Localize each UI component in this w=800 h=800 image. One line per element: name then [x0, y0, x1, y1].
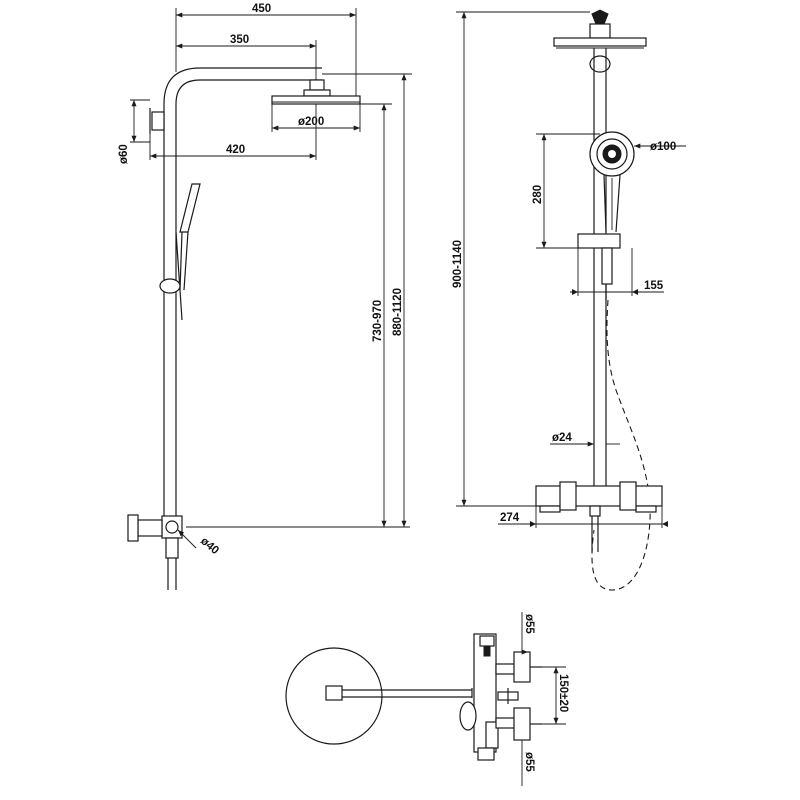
dim-40-inlet: ø40 — [177, 529, 221, 557]
top-shower-head-disc — [285, 647, 383, 745]
dim-880-1120: 880-1120 — [322, 73, 412, 527]
dim-label-900-1140: 900-1140 — [452, 240, 464, 288]
dim-label-40: ø40 — [198, 535, 221, 557]
dim-350: 350 — [176, 34, 317, 80]
dim-label-880-1120: 880-1120 — [392, 288, 404, 336]
dim-450: 450 — [175, 3, 357, 96]
dim-label-420: 420 — [226, 144, 245, 156]
dim-label-155: 155 — [644, 280, 664, 292]
dim-label-350: 350 — [230, 34, 249, 46]
dim-label-730-970: 730-970 — [372, 300, 384, 342]
front-shower-head — [553, 9, 647, 73]
dim-280: 280 — [532, 133, 600, 249]
dim-label-55-bottom: ø55 — [523, 752, 535, 772]
side-wall-bracket — [130, 99, 165, 143]
dim-label-55-top: ø55 — [523, 614, 535, 634]
top-valve-body — [459, 633, 517, 761]
side-hand-shower — [159, 183, 201, 321]
dim-155: 155 — [570, 248, 664, 296]
dim-55-top: ø55 — [521, 612, 535, 655]
top-inlet-upper — [513, 651, 542, 683]
front-hose — [591, 299, 651, 591]
dim-label-100: ø100 — [650, 141, 676, 153]
dim-label-280: 280 — [532, 185, 544, 204]
dim-60-bracket: ø60 — [118, 100, 137, 164]
side-shower-head — [271, 79, 361, 105]
dim-label-274: 274 — [500, 512, 520, 524]
dim-label-450: 450 — [252, 3, 271, 15]
dim-730-970: 730-970 — [186, 103, 410, 528]
dim-label-200: ø200 — [298, 116, 324, 128]
top-arm — [325, 685, 477, 701]
front-mixer-valve — [535, 481, 663, 552]
dim-label-24: ø24 — [552, 432, 572, 444]
dim-55-bottom: ø55 — [521, 740, 535, 786]
front-slider-bracket — [577, 233, 621, 300]
dim-150-20: 150±20 — [542, 666, 569, 725]
top-view: ø55 150±20 ø55 — [285, 612, 569, 786]
front-view: 900-1140 ø100 280 155 ø24 — [452, 9, 686, 591]
dim-24-riser: ø24 — [550, 432, 620, 447]
dim-label-60: ø60 — [118, 144, 130, 164]
top-inlet-lower — [513, 707, 542, 741]
top-outlet-bar — [497, 688, 519, 704]
side-riser-pipe — [163, 67, 322, 520]
dim-label-150-20: 150±20 — [557, 674, 569, 712]
side-view: 450 350 ø200 ø60 420 730-970 — [118, 3, 412, 590]
dim-900-1140: 900-1140 — [452, 11, 590, 507]
side-mixer-valve — [127, 514, 183, 590]
dim-100-hand: ø100 — [634, 141, 686, 153]
dim-274: 274 — [498, 506, 668, 528]
dim-420: 420 — [149, 104, 317, 160]
front-hand-shower — [589, 131, 635, 233]
